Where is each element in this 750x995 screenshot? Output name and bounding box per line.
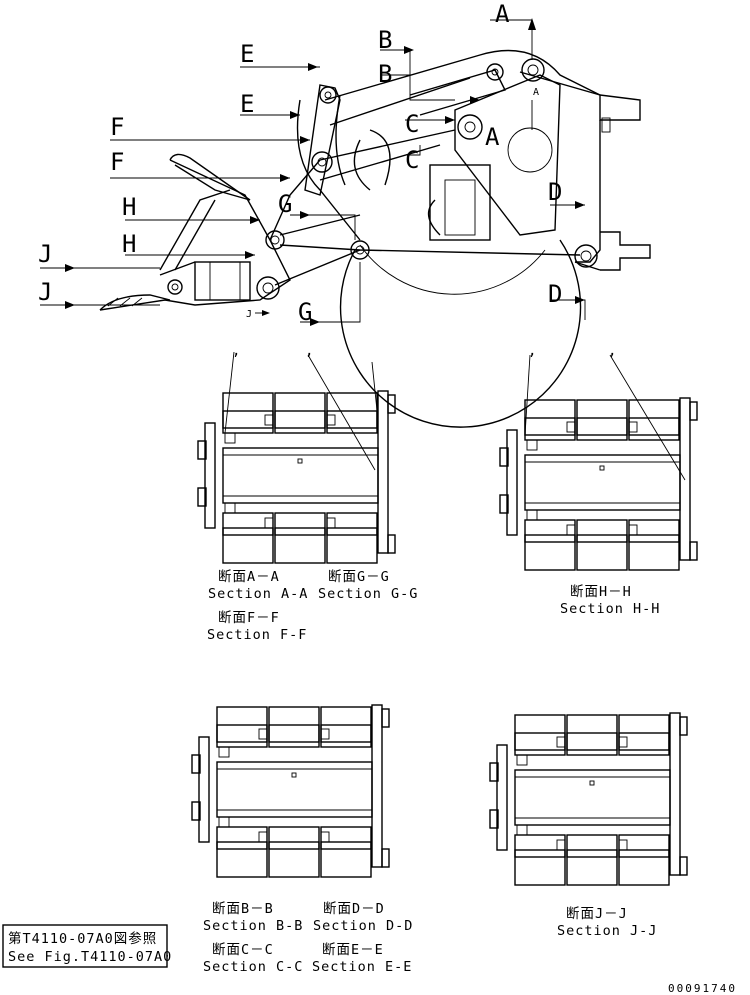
caption-ee-jp: 断面E－E	[322, 942, 384, 958]
marker-j-upper: J	[38, 240, 52, 268]
caption-jj-jp: 断面J－J	[566, 906, 628, 922]
pin-J	[167, 279, 183, 295]
section-view-h-h	[499, 397, 698, 571]
marker-f-upper: F	[110, 113, 124, 141]
caption-cc-jp: 断面C－C	[212, 942, 274, 958]
caption-ff-jp: 断面F－F	[218, 610, 280, 626]
marker-h-upper: H	[122, 193, 136, 221]
marker-h-lower: H	[122, 230, 136, 258]
section-view-a-a-g-g	[197, 390, 396, 564]
section-view-c-c-e-e	[489, 712, 688, 886]
pin-H2	[256, 276, 280, 300]
assembly-side-view	[40, 18, 651, 428]
pin-E	[319, 86, 337, 104]
caption-dd-en: Section D-D	[313, 918, 413, 934]
caption-ee-en: Section E-E	[312, 959, 412, 975]
section-view-b-b-d-d	[191, 704, 390, 878]
marker-d-upper: D	[548, 178, 562, 206]
leader-mark: ,	[305, 343, 313, 359]
marker-b-lower: B	[378, 60, 392, 88]
caption-jj-en: Section J-J	[557, 923, 657, 939]
marker-g-lower: G	[298, 298, 312, 326]
caption-aa-en: Section A-A	[208, 586, 308, 602]
pin-D	[574, 244, 598, 268]
marker-c-upper: C	[405, 110, 419, 138]
pin-A	[521, 58, 545, 82]
pin-H1	[265, 230, 285, 250]
caption-aa-jp: 断面A－A	[218, 569, 280, 585]
caption-ff-en: Section F-F	[207, 627, 307, 643]
pin-G	[350, 240, 370, 260]
leader-mark: ,	[528, 343, 536, 359]
reference-box: 第T4110-07A0図参照 See Fig.T4110-07A0	[2, 924, 172, 968]
reference-line-2: See Fig.T4110-07A0	[8, 949, 172, 965]
leader-mark: ,	[232, 343, 240, 359]
marker-f-lower: F	[110, 148, 124, 176]
caption-gg-en: Section G-G	[318, 586, 418, 602]
pin-C	[457, 114, 483, 140]
marker-a: A	[495, 0, 510, 28]
marker-e-lower: E	[240, 90, 254, 118]
pin-B	[486, 63, 504, 81]
caption-hh-en: Section H-H	[560, 601, 660, 617]
caption-hh-jp: 断面H－H	[570, 584, 632, 600]
marker-a-inner: A	[485, 123, 500, 151]
marker-d-lower: D	[548, 280, 562, 308]
drawing-number: 00091740	[668, 982, 737, 995]
caption-bb-en: Section B-B	[203, 918, 303, 934]
marker-j-lower: J	[38, 278, 52, 306]
pin-F	[311, 151, 333, 173]
marker-a-small: A	[533, 87, 539, 98]
marker-g-upper: G	[278, 190, 292, 218]
marker-e-upper: E	[240, 40, 254, 68]
caption-dd-jp: 断面D－D	[323, 901, 385, 917]
caption-gg-jp: 断面G－G	[328, 569, 390, 585]
reference-line-1: 第T4110-07A0図参照	[8, 930, 157, 947]
marker-b-upper: B	[378, 26, 392, 54]
marker-j-small: J	[246, 309, 252, 320]
caption-cc-en: Section C-C	[203, 959, 303, 975]
leader-mark: ,	[608, 343, 616, 359]
marker-c-lower: C	[405, 146, 419, 174]
caption-bb-jp: 断面B－B	[212, 901, 274, 917]
